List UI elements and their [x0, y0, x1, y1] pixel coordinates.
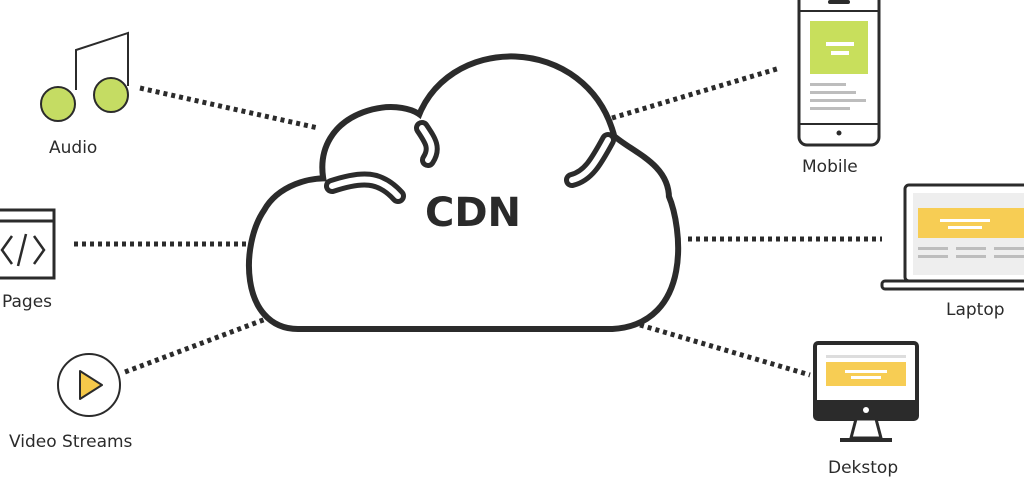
play-button-icon [57, 353, 121, 417]
connector-video [124, 305, 296, 375]
laptop-label: Laptop [946, 300, 1005, 320]
music-note-icon [40, 31, 129, 122]
mobile-label: Mobile [802, 157, 858, 177]
desktop-label: Dekstop [828, 458, 899, 478]
audio-label: Audio [49, 138, 98, 158]
video-streams-label: Video Streams [9, 432, 133, 452]
connector-lines [74, 65, 882, 378]
cloud-icon [245, 53, 682, 332]
connector-desktop [639, 322, 811, 378]
laptop-icon [880, 183, 1024, 291]
pages-label: Pages [2, 292, 53, 312]
connector-mobile [611, 65, 781, 121]
cdn-label: CDN [424, 190, 522, 236]
connector-audio [139, 85, 319, 131]
code-window-icon [0, 208, 56, 280]
mobile-phone-icon [797, 0, 881, 147]
desktop-monitor-icon [813, 341, 919, 442]
